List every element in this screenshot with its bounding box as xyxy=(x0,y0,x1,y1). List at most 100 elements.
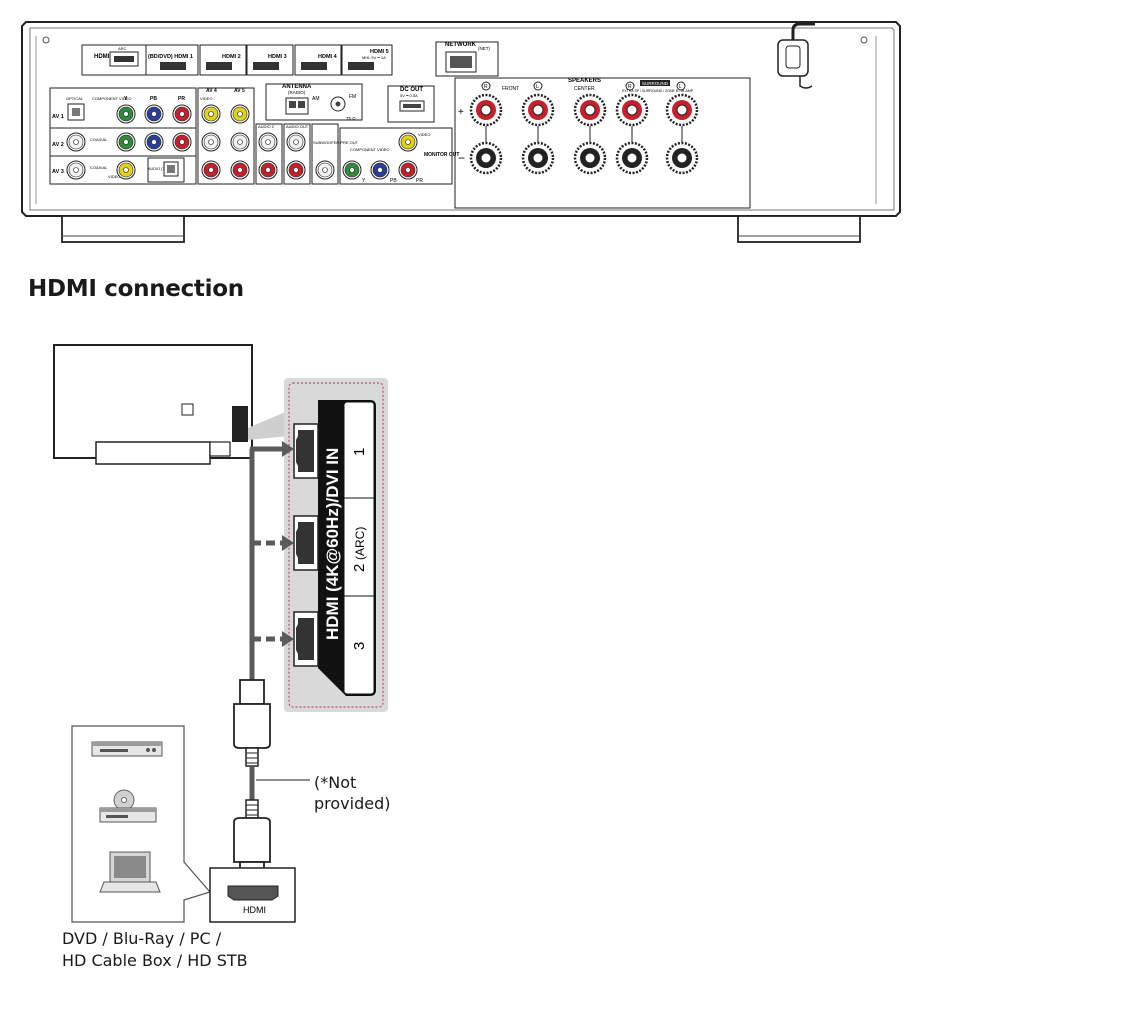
dvd-player-icon xyxy=(91,741,163,757)
front-r-label: R xyxy=(484,84,488,90)
tv-hdmi-port-area xyxy=(232,406,248,442)
dc-sub-label: 5V ━ 0.5A xyxy=(400,93,418,98)
tv-port-1-label: 1 xyxy=(351,448,368,456)
surround-r-label: R xyxy=(628,84,632,90)
source-caption-line1: DVD / Blu-Ray / PC / xyxy=(62,929,222,948)
out-y-label: Y xyxy=(362,178,366,184)
speaker-terminal-icon xyxy=(573,141,607,175)
speaker-terminal-icon xyxy=(469,93,503,127)
usb-port-icon xyxy=(403,104,421,108)
speaker-block: SPEAKERS FRONT CENTER SURROUND EXTRA SP … xyxy=(454,77,751,209)
av5-label: AV 5 xyxy=(234,88,245,94)
monitor-out-label: MONITOR OUT xyxy=(424,152,459,158)
hdmi-port-icon xyxy=(114,56,134,62)
av1-label: AV 1 xyxy=(52,114,64,120)
tv-hdmi-port-3 xyxy=(293,611,319,667)
audio-r-jack-icon xyxy=(201,160,221,180)
pr-jack-icon xyxy=(172,132,192,152)
out-pb-label: PB xyxy=(390,178,397,184)
dc-out-label: DC OUT xyxy=(400,87,423,93)
laptop-icon xyxy=(99,851,161,893)
pr-out-jack-icon xyxy=(398,160,418,180)
antenna-label: ANTENNA xyxy=(282,84,312,90)
ohm-label: 75 Ω xyxy=(346,116,356,121)
tv-stand xyxy=(95,441,211,465)
arrow-icon xyxy=(282,441,294,457)
speaker-terminal-icon xyxy=(665,141,699,175)
component-video-out-label: COMPONENT VIDEO xyxy=(350,147,390,152)
pb-label: PB xyxy=(150,96,157,102)
rca-jacks xyxy=(66,104,418,180)
ethernet-port-icon xyxy=(450,56,472,68)
source-devices: HDMI xyxy=(71,725,296,923)
av-input-block: AV 1 AV 2 AV 3 OPTICAL COMPONENT VIDEO Y… xyxy=(49,87,197,185)
extra-sp-label: EXTRA SP / SURROUND / ZONE B / BI-AMP xyxy=(622,89,694,93)
tv-port-3-label: 3 xyxy=(351,642,368,650)
receiver-rear-panel: HDMI OUT ARC (BD/DVD) HDMI 1 HDMI 2 HDMI… xyxy=(21,21,901,243)
speaker-terminal-icon xyxy=(665,93,699,127)
component-video-label: COMPONENT VIDEO xyxy=(92,96,132,101)
source-caption: DVD / Blu-Ray / PC / HD Cable Box / HD S… xyxy=(62,928,248,972)
coaxial-jack-icon xyxy=(66,160,86,180)
video-out-jack-icon xyxy=(398,132,418,152)
audio-out-jack-icon xyxy=(286,160,306,180)
power-cord-icon xyxy=(777,22,815,89)
source-caption-line2: HD Cable Box / HD STB xyxy=(62,951,248,970)
cable-note-line1: (*Not xyxy=(314,773,357,792)
hdmi3-label: HDMI 3 xyxy=(268,54,287,60)
coaxial-jack-icon xyxy=(66,132,86,152)
y-label: Y xyxy=(124,96,128,102)
hdmi-port-icon xyxy=(348,62,374,70)
net-label: (NET) xyxy=(478,46,490,51)
plus-sign: + xyxy=(458,107,464,118)
pb-jack-icon xyxy=(144,104,164,124)
y-jack-icon xyxy=(116,132,136,152)
cable-note: (*Not provided) xyxy=(314,772,390,814)
audio-jack-icon xyxy=(258,160,278,180)
av3-label: AV 3 xyxy=(52,169,64,175)
fm-label: FM xyxy=(349,94,356,100)
hdmi-port-icon xyxy=(160,62,186,70)
y-jack-icon xyxy=(116,104,136,124)
receiver-foot-right xyxy=(737,215,861,243)
video-out-label: VIDEO xyxy=(418,132,430,137)
optical-label: OPTICAL xyxy=(66,96,84,101)
speaker-terminal-icon xyxy=(615,141,649,175)
video-label: VIDEO xyxy=(200,96,212,101)
surround-label: SURROUND xyxy=(642,81,669,86)
hdmi-port-icon xyxy=(253,62,279,70)
coaxial3-label: COAXIAL xyxy=(90,165,108,170)
pr-label: PR xyxy=(178,96,185,102)
speaker-terminal-icon xyxy=(615,93,649,127)
hdmi5-label: HDMI 5 xyxy=(370,49,389,55)
source-hdmi-label: HDMI xyxy=(243,905,266,915)
dc-out-block: DC OUT 5V ━ 0.5A xyxy=(387,85,435,123)
speakers-label: SPEAKERS xyxy=(568,78,601,84)
audio-jack-icon xyxy=(258,132,278,152)
audio-out-label: AUDIO OUT xyxy=(286,124,309,129)
av4-av5-block: AV 4 AV 5 VIDEO AUDIO 2 AUDIO OUT SUBWOO… xyxy=(147,87,359,185)
speaker-terminal-icon xyxy=(521,141,555,175)
section-heading: HDMI connection xyxy=(28,276,244,302)
front-label: FRONT xyxy=(502,86,519,92)
audio-tv-label: AUDIO (TV) xyxy=(148,167,169,171)
tv-port-2-label: 2 xyxy=(351,564,368,572)
av4-label: AV 4 xyxy=(206,88,217,94)
speaker-terminal-icon xyxy=(521,93,555,127)
am-label: AM xyxy=(312,96,320,102)
tv-set xyxy=(53,344,290,465)
front-l-label: L xyxy=(536,84,539,90)
tv-panel-label: HDMI (4K@60Hz)/DVI IN xyxy=(323,448,342,640)
video-jack-icon xyxy=(201,104,221,124)
pr-jack-icon xyxy=(172,104,192,124)
tv-button-icon xyxy=(181,403,194,416)
blu-ray-player-icon xyxy=(99,789,157,823)
hdmi-port-icon xyxy=(227,885,279,901)
cable-note-line2: provided) xyxy=(314,794,391,813)
speaker-terminal-icon xyxy=(469,141,503,175)
hdmi4-label: HDMI 4 xyxy=(318,54,338,60)
center-label: CENTER xyxy=(574,86,595,92)
tv-hdmi-port-1 xyxy=(293,423,319,479)
video-jack-icon xyxy=(230,104,250,124)
arrow-icon xyxy=(282,631,294,647)
